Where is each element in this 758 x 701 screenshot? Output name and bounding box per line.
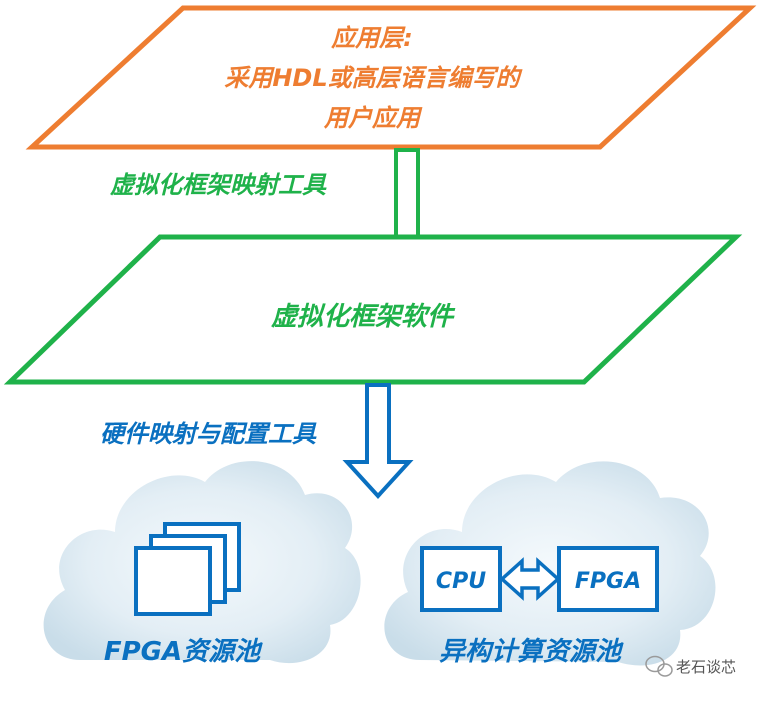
- hardware-mapping-arrow: 硬件映射与配置工具: [100, 383, 414, 499]
- virtualization-framework-layer: 虚拟化框架软件: [3, 234, 743, 385]
- fpga-box-label: FPGA: [575, 569, 641, 594]
- fpga-box: FPGA: [557, 546, 659, 612]
- watermark: 老石谈芯: [645, 655, 736, 677]
- heterogeneous-pool-cloud: CPU FPGA 异构计算资源池: [384, 461, 716, 667]
- application-layer-desc: 采用HDL或高层语言编写的: [224, 64, 522, 92]
- heterogeneous-pool-label: 异构计算资源池: [439, 637, 624, 667]
- blue-down-arrow: [342, 383, 414, 499]
- fpga-pool-cloud: FPGA资源池: [43, 461, 361, 667]
- hardware-mapping-tool-label: 硬件映射与配置工具: [100, 420, 317, 448]
- fpga-pool-label: FPGA资源池: [104, 637, 263, 667]
- stacked-pages-icon: [134, 522, 241, 616]
- cpu-label: CPU: [436, 569, 486, 594]
- application-layer: 应用层: 采用HDL或高层语言编写的 用户应用: [25, 5, 757, 150]
- virtualization-framework-plane: [3, 234, 743, 385]
- application-layer-desc-2: 用户应用: [323, 104, 423, 132]
- cpu-box: CPU: [420, 546, 502, 612]
- virtualization-mapping-arrow: 虚拟化框架映射工具: [110, 148, 445, 300]
- watermark-text: 老石谈芯: [676, 658, 736, 676]
- cloud-shape-right: [384, 461, 716, 666]
- application-layer-plane: [25, 5, 757, 150]
- virtualization-mapping-tool-label: 虚拟化框架映射工具: [110, 171, 327, 199]
- application-layer-title: 应用层:: [330, 24, 413, 52]
- virtualization-framework-label: 虚拟化框架软件: [271, 302, 456, 332]
- wechat-icon: [645, 655, 673, 677]
